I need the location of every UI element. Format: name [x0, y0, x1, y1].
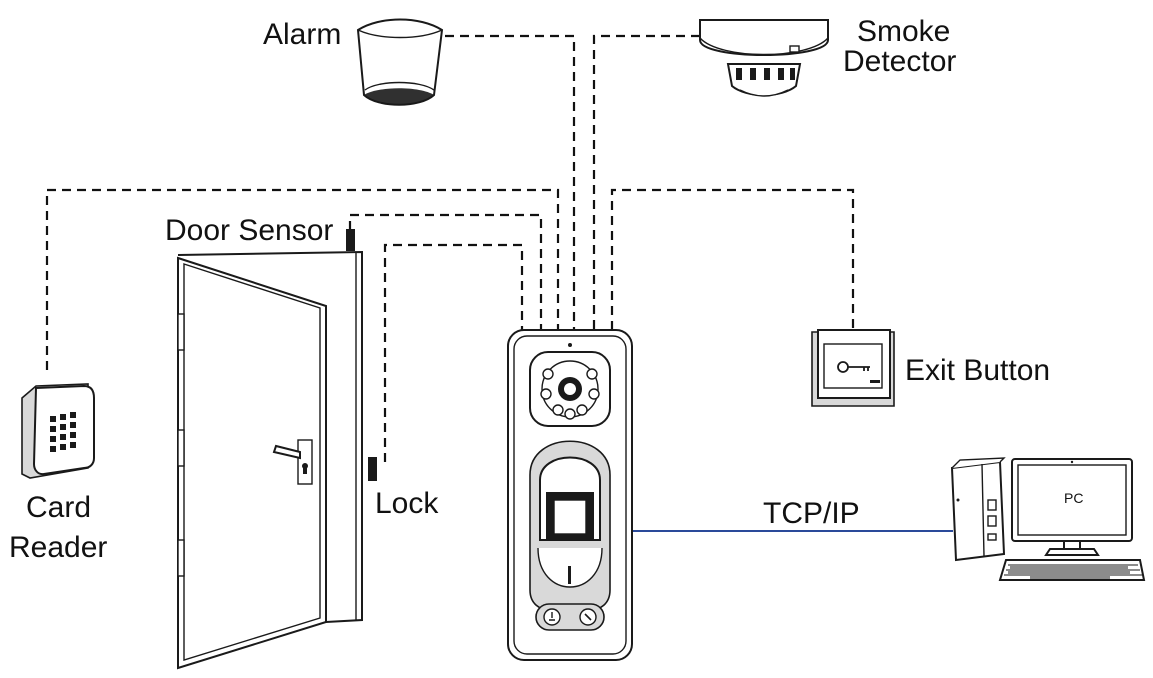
door-icon: [177, 250, 363, 670]
wire-exit-button: [610, 188, 855, 330]
lock-icon: [368, 457, 377, 481]
label-card-line1: Card: [26, 491, 91, 524]
wire-smoke-detector: [592, 34, 700, 330]
label-exit-button: Exit Button: [905, 354, 1050, 387]
label-door-sensor: Door Sensor: [165, 214, 333, 247]
wire-alarm: [445, 34, 576, 330]
label-pc: PC: [1064, 490, 1083, 506]
label-smoke-line1: Smoke: [857, 15, 950, 48]
label-alarm: Alarm: [263, 18, 341, 51]
wires: [45, 34, 855, 462]
wire-door-sensor: [348, 213, 543, 330]
access-terminal-icon: [507, 329, 633, 661]
card-reader-icon: [21, 383, 95, 479]
pc-icon: [950, 457, 1146, 581]
label-smoke-line2: Detector: [843, 45, 956, 78]
door-sensor-icon: [346, 229, 355, 251]
wire-lock: [383, 243, 524, 462]
label-tcp-ip: TCP/IP: [763, 497, 860, 530]
label-lock: Lock: [375, 487, 439, 520]
smoke-detector-icon: [699, 19, 829, 97]
exit-button-icon: [811, 329, 895, 407]
wire-card-reader: [45, 188, 560, 370]
alarm-siren-icon: [356, 18, 444, 106]
label-card-line2: Reader: [9, 531, 107, 564]
